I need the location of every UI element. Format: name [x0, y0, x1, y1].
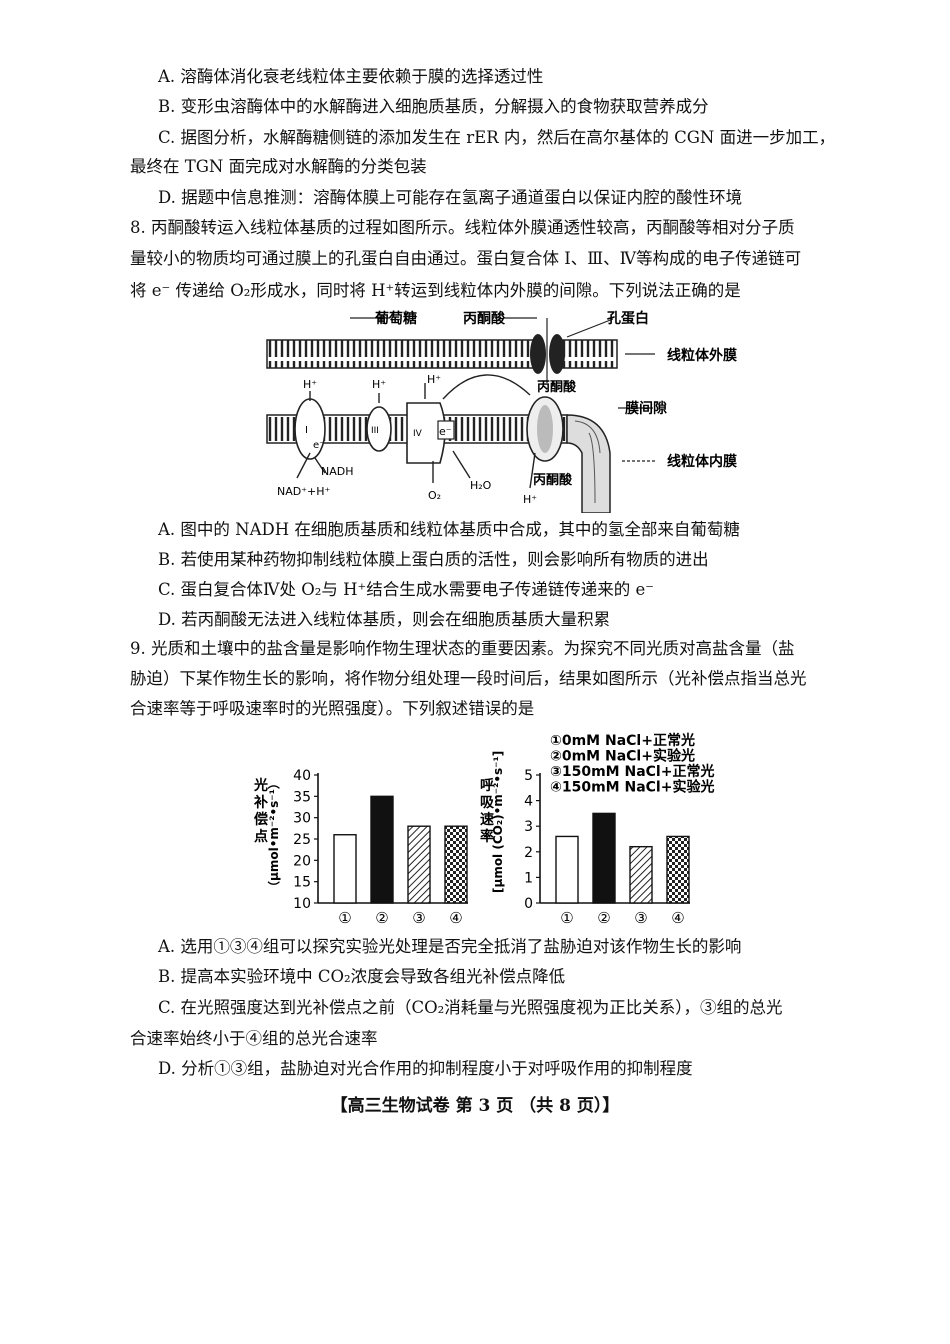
q7-option-d: D. 据题中信息推测：溶酶体膜上可能存在氢离子通道蛋白以保证内腔的酸性环境	[158, 188, 743, 207]
q9-stem-3: 合速率等于呼吸速率时的光照强度）。下列叙述错误的是	[130, 699, 535, 718]
bar	[370, 795, 394, 904]
q7-option-b: B. 变形虫溶酶体中的水解酶进入细胞质基质，分解摄入的食物获取营养成分	[158, 97, 709, 116]
label-hplus-2: H⁺	[372, 378, 386, 391]
mitochondria-diagram: 葡萄糖 丙酮酸 孔蛋白 线粒体外膜 膜间隙 线粒体内膜 I e⁻ III IV …	[266, 310, 737, 513]
label-o2: O₂	[428, 489, 441, 502]
svg-text:III: III	[371, 426, 379, 436]
svg-text:I: I	[305, 425, 308, 436]
q8-option-d: D. 若丙酮酸无法进入线粒体基质，则会在细胞质基质大量积累	[158, 610, 611, 629]
label-hplus-4: H⁺	[523, 493, 537, 506]
label-electron: e⁻	[313, 440, 324, 451]
y-tick-label: 5	[524, 768, 533, 784]
q9-stem-1: 9. 光质和土壤中的盐含量是影响作物生理状态的重要因素。为探究不同光质对高盐含量…	[130, 639, 795, 658]
label-pyruvate-mid: 丙酮酸	[537, 379, 577, 395]
legend-entry: ③150mM NaCl+正常光	[550, 763, 714, 780]
y-tick-label: 25	[293, 832, 311, 848]
y-axis-label: 呼吸速率	[480, 777, 495, 845]
q9-option-c-cont: 合速率始终小于④组的总光合速率	[130, 1029, 378, 1048]
y-axis-unit: （μmol•m⁻²•s⁻¹）	[266, 777, 281, 893]
label-pyruvate-top: 丙酮酸	[463, 310, 506, 327]
outer-membrane	[266, 339, 618, 369]
y-tick-label: 35	[293, 789, 311, 805]
label-outer-membrane: 线粒体外膜	[667, 347, 737, 364]
bar	[629, 845, 653, 904]
label-inner-membrane: 线粒体内膜	[667, 453, 737, 470]
q9-option-c: C. 在光照强度达到光补偿点之前（CO₂消耗量与光照强度视为正比关系），③组的总…	[158, 998, 783, 1017]
complex-i: I e⁻	[294, 398, 326, 460]
q8-stem-1: 8. 丙酮酸转运入线粒体基质的过程如图所示。线粒体外膜通透性较高，丙酮酸等相对分…	[130, 218, 795, 237]
y-tick-label: 1	[524, 870, 533, 886]
q8-stem-3: 将 e⁻ 传递给 O₂形成水，同时将 H⁺转运到线粒体内外膜的间隙。下列说法正确…	[130, 281, 741, 300]
x-tick-label: ②	[375, 909, 388, 927]
q8-stem-2: 量较小的物质均可通过膜上的孔蛋白自由通过。蛋白复合体 I、Ⅲ、Ⅳ等构成的电子传递…	[130, 249, 802, 268]
bar	[407, 825, 431, 904]
y-tick-label: 0	[524, 896, 533, 912]
label-h2o: H₂O	[470, 479, 492, 492]
label-nad: NAD⁺+H⁺	[277, 485, 331, 498]
q7-option-c: C. 据图分析，水解酶糖侧链的添加发生在 rER 内，然后在高尔基体的 CGN …	[158, 128, 836, 147]
legend-entry: ①0mM NaCl+正常光	[550, 732, 695, 749]
y-tick-label: 30	[293, 811, 311, 827]
label-porin: 孔蛋白	[607, 310, 649, 327]
label-glucose: 葡萄糖	[374, 310, 417, 327]
x-tick-label: ③	[412, 909, 425, 927]
label-hplus-1: H⁺	[303, 378, 317, 391]
porin-protein	[530, 318, 565, 383]
legend-entry: ②0mM NaCl+实验光	[550, 748, 695, 765]
y-axis-label: 光补偿点	[253, 777, 268, 845]
page-footer: 【高三生物试卷 第 3 页 （共 8 页）】	[330, 1096, 620, 1116]
y-tick-label: 10	[293, 896, 311, 912]
bar	[555, 835, 579, 904]
label-pyruvate-low: 丙酮酸	[533, 472, 573, 488]
y-tick-label: 4	[524, 794, 533, 810]
x-tick-label: ④	[671, 909, 684, 927]
y-tick-label: 15	[293, 875, 311, 891]
x-tick-label: ④	[449, 909, 462, 927]
label-hplus-3: H⁺	[427, 373, 441, 386]
q8-option-a: A. 图中的 NADH 在细胞质基质和线粒体基质中合成，其中的氢全部来自葡萄糖	[158, 520, 740, 539]
q8-option-b: B. 若使用某种药物抑制线粒体膜上蛋白质的活性，则会影响所有物质的进出	[158, 550, 709, 569]
x-tick-label: ③	[634, 909, 647, 927]
q9-option-a: A. 选用①③④组可以探究实验光处理是否完全抵消了盐胁迫对该作物生长的影响	[158, 937, 742, 956]
y-tick-label: 3	[524, 819, 533, 835]
q9-stem-2: 胁迫）下某作物生长的影响，将作物分组处理一段时间后，结果如图所示（光补偿点指当总…	[130, 669, 807, 688]
svg-text:IV: IV	[413, 429, 423, 439]
y-tick-label: 2	[524, 845, 533, 861]
y-tick-label: 40	[293, 768, 311, 784]
x-tick-label: ①	[338, 909, 351, 927]
x-tick-label: ②	[597, 909, 610, 927]
bar	[444, 825, 468, 904]
label-intermembrane-space: 膜间隙	[625, 400, 667, 417]
chart-respiration-rate: 0 1 2 3 4 5 呼吸速率[μmol (CO₂)•m⁻²•s⁻¹] ① ② ③ ④ ①0mM N…	[480, 732, 714, 927]
bar	[333, 834, 357, 904]
label-nadh: NADH	[321, 465, 354, 478]
q9-option-b: B. 提高本实验环境中 CO₂浓度会导致各组光补偿点降低	[158, 967, 566, 986]
y-axis-unit: [μmol (CO₂)•m⁻²•s⁻¹]	[491, 751, 505, 893]
pyruvate-carrier	[526, 396, 564, 462]
svg-text:e⁻: e⁻	[439, 425, 452, 438]
complex-iii: III	[366, 406, 392, 452]
bar	[666, 835, 690, 904]
q7-option-a: A. 溶酶体消化衰老线粒体主要依赖于膜的选择透过性	[158, 67, 544, 86]
y-tick-label: 20	[293, 853, 311, 869]
chart-light-compensation: 10 15 20 25 30 35 40 光补偿点（μmol•m⁻²•s⁻¹） ① ② ③ ④	[253, 768, 468, 927]
complex-iv: IV e⁻	[406, 402, 455, 464]
x-tick-label: ①	[560, 909, 573, 927]
q8-option-c: C. 蛋白复合体Ⅳ处 O₂与 H⁺结合生成水需要电子传递链传递来的 e⁻	[158, 580, 654, 599]
legend-entry: ④150mM NaCl+实验光	[550, 779, 714, 796]
q9-option-d: D. 分析①③组，盐胁迫对光合作用的抑制程度小于对呼吸作用的抑制程度	[158, 1059, 693, 1078]
q7-option-c-cont: 最终在 TGN 面完成对水解酶的分类包装	[130, 157, 427, 176]
bar	[592, 812, 616, 904]
